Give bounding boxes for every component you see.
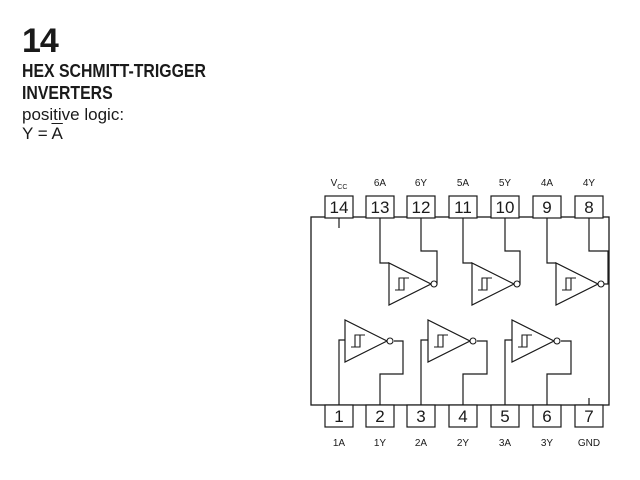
pin-11: 11 5A <box>448 178 478 219</box>
pin-12: 12 6Y <box>406 178 436 219</box>
wire-4a <box>546 218 556 264</box>
pin-number: 7 <box>584 407 593 426</box>
part-number: 14 <box>22 22 59 60</box>
pin-number: 4 <box>458 407 467 426</box>
inverter-bubble <box>386 337 394 345</box>
inverter-bubble <box>553 337 561 345</box>
pin-number: 11 <box>454 198 472 217</box>
pin-6: 6 3Y <box>532 404 562 449</box>
wire-1y <box>379 340 404 405</box>
title-block: 14 HEX SCHMITT-TRIGGER INVERTERS positiv… <box>22 22 231 143</box>
logic-label: positive logic: <box>22 105 125 124</box>
ic-package-outline <box>310 216 610 406</box>
wire-3y <box>546 340 572 405</box>
wire-2a <box>420 339 428 405</box>
gate-2 <box>427 319 477 363</box>
pin-9: 9 4A <box>532 178 562 219</box>
inverter-bubble <box>469 337 477 345</box>
inverter-triangle <box>511 319 556 363</box>
pin-label: 3Y <box>541 438 554 449</box>
pin-10: 10 5Y <box>490 178 520 219</box>
gate-6 <box>388 262 438 306</box>
logic-equation-prefix: Y = <box>22 124 52 143</box>
pin-number: 10 <box>496 198 515 217</box>
wire-4y <box>588 218 609 285</box>
inverter-bubble <box>430 280 438 288</box>
pin-13: 13 6A <box>365 178 395 219</box>
schmitt-trigger-icon <box>518 334 532 348</box>
inverter-gates <box>344 262 605 363</box>
pin-5: 5 3A <box>490 404 520 449</box>
pin-number: 9 <box>542 198 551 217</box>
pin-3: 3 2A <box>406 404 436 449</box>
wire-5y <box>504 218 521 285</box>
pin-label: 1A <box>333 438 346 449</box>
inverter-triangle <box>555 262 600 306</box>
logic-equation-variable: A <box>51 124 63 143</box>
wire-3a <box>504 339 512 405</box>
schmitt-trigger-icon <box>434 334 448 348</box>
pin-label: 2Y <box>457 438 470 449</box>
schmitt-trigger-icon <box>351 334 365 348</box>
pin-number: 5 <box>500 407 509 426</box>
pin-label: 5A <box>457 178 470 189</box>
pin-14: 14 VCC <box>324 178 354 219</box>
pin-label: 5Y <box>499 178 512 189</box>
inverter-bubble <box>513 280 521 288</box>
pin-number: 2 <box>375 407 384 426</box>
pin-label: 6A <box>374 178 387 189</box>
schmitt-trigger-icon <box>478 277 492 291</box>
schmitt-trigger-icon <box>395 277 409 291</box>
gate-4 <box>555 262 605 306</box>
pin-label: 2A <box>415 438 428 449</box>
pin-number: 14 <box>330 198 349 217</box>
inverter-bubble <box>597 280 605 288</box>
wire-5a <box>462 218 472 264</box>
pin-label: 4A <box>541 178 554 189</box>
pin-label: 6Y <box>415 178 428 189</box>
wire-6a <box>379 218 389 264</box>
gate-1 <box>344 319 394 363</box>
inverter-triangle <box>388 262 433 306</box>
pin-4: 4 2Y <box>448 404 478 449</box>
pin-label-subscript: CC <box>337 184 347 191</box>
pin-label: VCC <box>331 178 348 191</box>
pin-label: 3A <box>499 438 512 449</box>
inverter-triangle <box>344 319 389 363</box>
schmitt-trigger-icon <box>562 277 576 291</box>
pin-number: 1 <box>334 407 343 426</box>
internal-wiring <box>338 218 609 405</box>
top-pin-row: 14 VCC 13 6A 12 6Y 11 5A 10 5Y 9 4A 8 4Y <box>324 178 604 219</box>
inverter-triangle <box>427 319 472 363</box>
wire-2y <box>462 340 488 405</box>
pin-2: 2 1Y <box>365 404 395 449</box>
wire-6y <box>420 218 438 285</box>
pin-label: 1Y <box>374 438 387 449</box>
inverter-triangle <box>471 262 516 306</box>
logic-equation: Y = A <box>22 124 231 143</box>
pin-1: 1 1A <box>324 404 354 449</box>
pin-number: 6 <box>542 407 551 426</box>
pin-label: 4Y <box>583 178 596 189</box>
gate-3 <box>511 319 561 363</box>
part-name-line1: HEX SCHMITT-TRIGGER <box>22 61 206 81</box>
pin-label: GND <box>578 438 600 449</box>
pin-number: 13 <box>371 198 390 217</box>
pin-number: 12 <box>412 198 431 217</box>
gate-5 <box>471 262 521 306</box>
part-name-line2: INVERTERS <box>22 83 113 103</box>
pin-number: 3 <box>416 407 425 426</box>
wire-1a <box>338 339 345 405</box>
pin-number: 8 <box>584 198 593 217</box>
pin-8: 8 4Y <box>574 178 604 219</box>
